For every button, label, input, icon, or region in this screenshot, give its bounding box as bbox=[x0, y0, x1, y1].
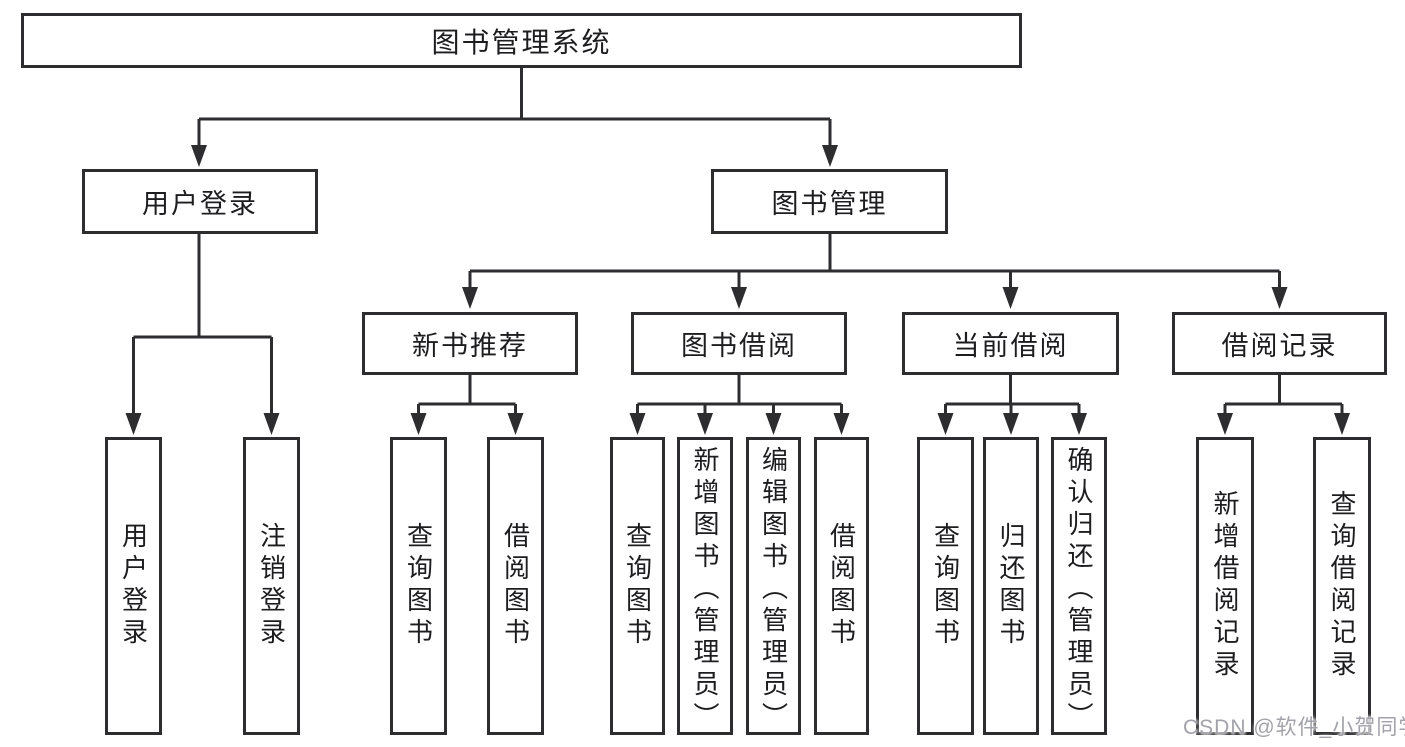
leaf-borrow-books: 借阅图书 bbox=[814, 437, 869, 735]
leaf-logout: 注销登录 bbox=[243, 437, 300, 735]
csdn-watermark: CSDN @软件_小贺同学 bbox=[1183, 716, 1405, 739]
leaf-edit-book-admin: 编辑图书（管理员） bbox=[746, 437, 801, 735]
node-book-management: 图书管理 bbox=[711, 169, 948, 234]
node-root: 图书管理系统 bbox=[21, 13, 1022, 68]
node-book-borrowing: 图书借阅 bbox=[631, 312, 847, 375]
leaf-query-books-rec: 查询图书 bbox=[390, 437, 447, 735]
leaf-query-borrow-record: 查询借阅记录 bbox=[1313, 437, 1371, 735]
leaf-borrow-books-rec: 借阅图书 bbox=[487, 437, 544, 735]
leaf-confirm-return: 确认归还（管理员） bbox=[1051, 437, 1107, 735]
leaf-add-book-admin: 新增图书（管理员） bbox=[677, 437, 733, 735]
leaf-query-books-cur: 查询图书 bbox=[917, 437, 974, 735]
leaf-query-books-borrow: 查询图书 bbox=[610, 437, 665, 735]
node-new-book-rec: 新书推荐 bbox=[362, 312, 578, 375]
node-current-borrowing: 当前借阅 bbox=[902, 312, 1119, 375]
node-user-login: 用户登录 bbox=[82, 169, 318, 234]
node-borrowing-records: 借阅记录 bbox=[1172, 312, 1387, 375]
leaf-user-login: 用户登录 bbox=[105, 437, 162, 735]
leaf-add-borrow-record: 新增借阅记录 bbox=[1196, 437, 1254, 735]
leaf-return-book: 归还图书 bbox=[983, 437, 1039, 735]
